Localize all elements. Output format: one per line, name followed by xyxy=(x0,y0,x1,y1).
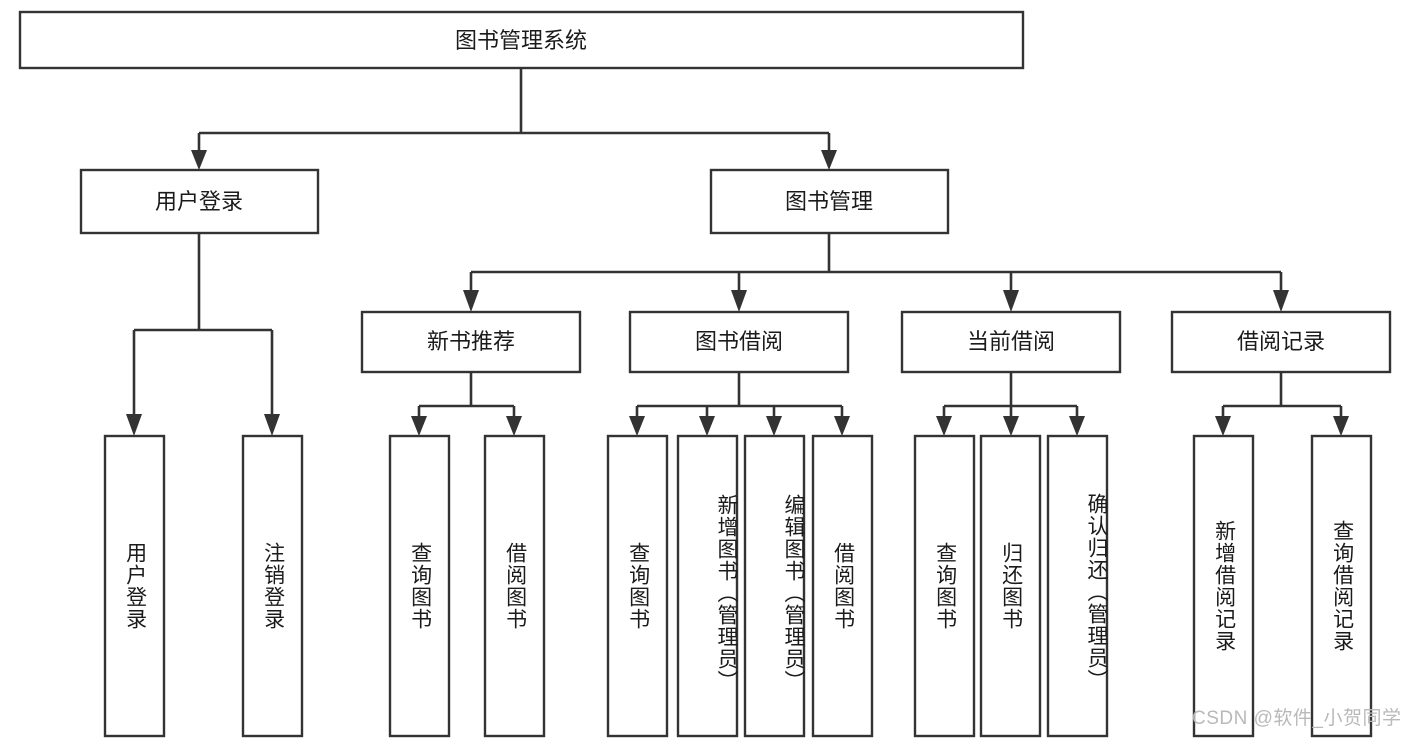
arrow-to-current-borrow xyxy=(1003,290,1019,312)
node-user-login[interactable]: 用户登录 xyxy=(79,168,320,235)
arrow-root-to-book-mgmt xyxy=(821,150,837,170)
arrow-new-book-rec-leaf1 xyxy=(411,416,427,436)
node-book-borrow-label: 图书借阅 xyxy=(695,329,783,354)
leaf-rect-layer xyxy=(103,434,1373,738)
leaf-rect-borrow-book[interactable] xyxy=(811,434,874,738)
connector-layer xyxy=(126,68,1349,436)
arrow-user-login-leaf2 xyxy=(264,414,280,436)
node-layer-horizontal: 图书管理系统 用户登录 图书管理 新书推荐 图书借阅 当前借阅 xyxy=(18,10,1392,738)
arrow-book-borrow-leaf1 xyxy=(629,416,645,436)
arrow-book-borrow-leaf4 xyxy=(834,416,850,436)
arrow-user-login-leaf1 xyxy=(126,414,142,436)
arrow-book-borrow-leaf3 xyxy=(766,416,782,436)
node-borrow-record[interactable]: 借阅记录 xyxy=(1170,310,1392,374)
leaf-rect-query-book-borrow[interactable] xyxy=(606,434,669,738)
node-current-borrow[interactable]: 当前借阅 xyxy=(900,310,1122,374)
leaf-rect-user-login[interactable] xyxy=(103,434,166,738)
arrow-to-book-borrow xyxy=(731,290,747,312)
leaf-rect-add-borrow-record[interactable] xyxy=(1192,434,1255,738)
node-book-borrow[interactable]: 图书借阅 xyxy=(628,310,850,374)
arrow-current-borrow-leaf1 xyxy=(936,416,952,436)
leaf-rect-query-borrow-rec[interactable] xyxy=(1310,434,1373,738)
node-book-management-label: 图书管理 xyxy=(785,189,873,214)
node-new-book-recommend-label: 新书推荐 xyxy=(427,329,515,354)
arrow-current-borrow-leaf3 xyxy=(1069,416,1085,436)
leaf-rect-add-book-admin[interactable] xyxy=(676,434,739,738)
leaf-rect-edit-book-admin[interactable] xyxy=(743,434,806,738)
arrow-current-borrow-leaf2 xyxy=(1003,416,1019,436)
arrow-to-borrow-record xyxy=(1273,290,1289,312)
arrow-to-new-book-rec xyxy=(463,290,479,312)
arrow-borrow-record-leaf1 xyxy=(1215,416,1231,436)
csdn-watermark: CSDN @软件_小贺同学 xyxy=(1192,708,1402,729)
node-root[interactable]: 图书管理系统 xyxy=(18,10,1025,70)
arrow-borrow-record-leaf2 xyxy=(1333,416,1349,436)
leaf-rect-confirm-return[interactable] xyxy=(1046,434,1109,738)
leaf-rect-borrow-book-rec[interactable] xyxy=(483,434,546,738)
arrow-new-book-rec-leaf2 xyxy=(506,416,522,436)
node-borrow-record-label: 借阅记录 xyxy=(1237,329,1325,354)
node-book-management[interactable]: 图书管理 xyxy=(709,168,950,235)
node-root-label: 图书管理系统 xyxy=(455,28,587,53)
arrow-root-to-user-login xyxy=(191,150,207,170)
leaf-rect-query-book-cur[interactable] xyxy=(913,434,976,738)
leaf-rect-query-book-rec[interactable] xyxy=(388,434,451,738)
leaf-rect-logout-login[interactable] xyxy=(241,434,304,738)
node-new-book-recommend[interactable]: 新书推荐 xyxy=(360,310,582,374)
leaf-rect-return-book[interactable] xyxy=(979,434,1042,738)
node-current-borrow-label: 当前借阅 xyxy=(967,329,1055,354)
node-user-login-label: 用户登录 xyxy=(155,189,243,214)
arrow-book-borrow-leaf2 xyxy=(699,416,715,436)
